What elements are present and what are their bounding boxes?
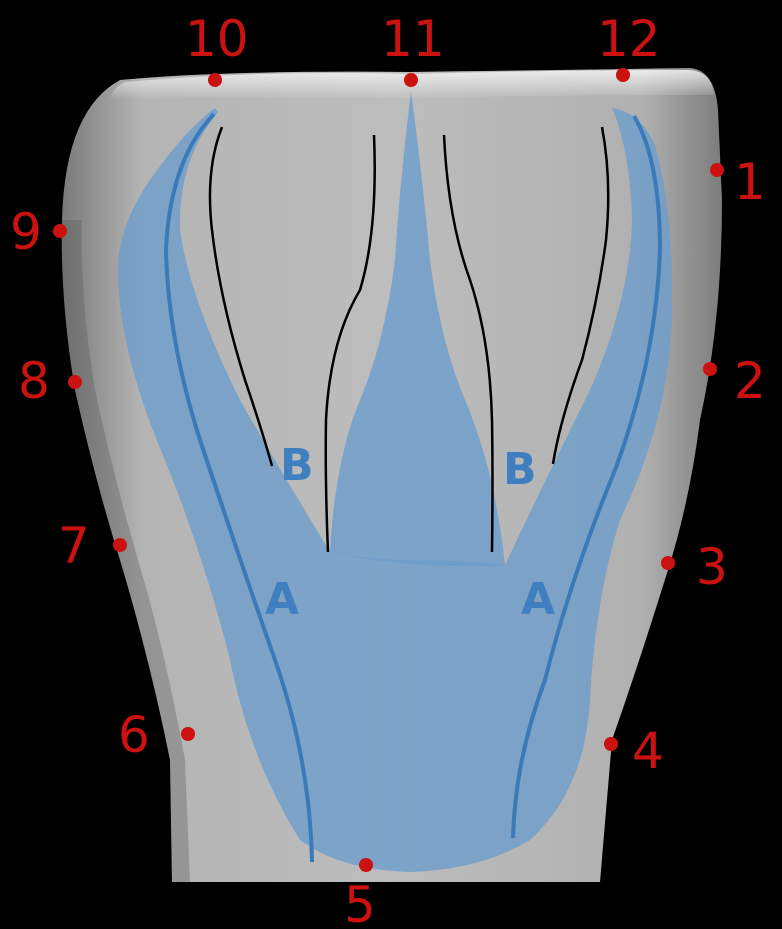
point-2: 2 <box>703 352 766 410</box>
point-9-dot <box>53 224 67 238</box>
zone-label-a-right: A <box>521 574 555 625</box>
zone-label-b-left: B <box>280 440 314 491</box>
point-3-label: 3 <box>696 538 728 596</box>
point-11-label: 11 <box>381 10 445 68</box>
point-2-label: 2 <box>734 352 766 410</box>
point-9-label: 9 <box>10 203 42 261</box>
point-4-label: 4 <box>632 722 664 780</box>
zone-label-a-left: A <box>265 574 299 625</box>
point-5-label: 5 <box>344 876 376 929</box>
point-2-dot <box>703 362 717 376</box>
point-10-dot <box>208 73 222 87</box>
point-5-dot <box>359 858 373 872</box>
point-9: 9 <box>10 203 67 261</box>
point-4-dot <box>604 737 618 751</box>
point-11-dot <box>404 73 418 87</box>
point-6-label: 6 <box>118 706 150 764</box>
point-7-dot <box>113 538 127 552</box>
point-7-label: 7 <box>58 517 90 575</box>
point-6-dot <box>181 727 195 741</box>
point-12-label: 12 <box>597 10 661 68</box>
point-8-label: 8 <box>18 352 50 410</box>
point-8-dot <box>68 375 82 389</box>
point-1-dot <box>710 163 724 177</box>
point-10-label: 10 <box>185 10 249 68</box>
point-3-dot <box>661 556 675 570</box>
point-1-label: 1 <box>734 153 766 211</box>
point-12-dot <box>616 68 630 82</box>
zone-label-b-right: B <box>503 444 537 495</box>
